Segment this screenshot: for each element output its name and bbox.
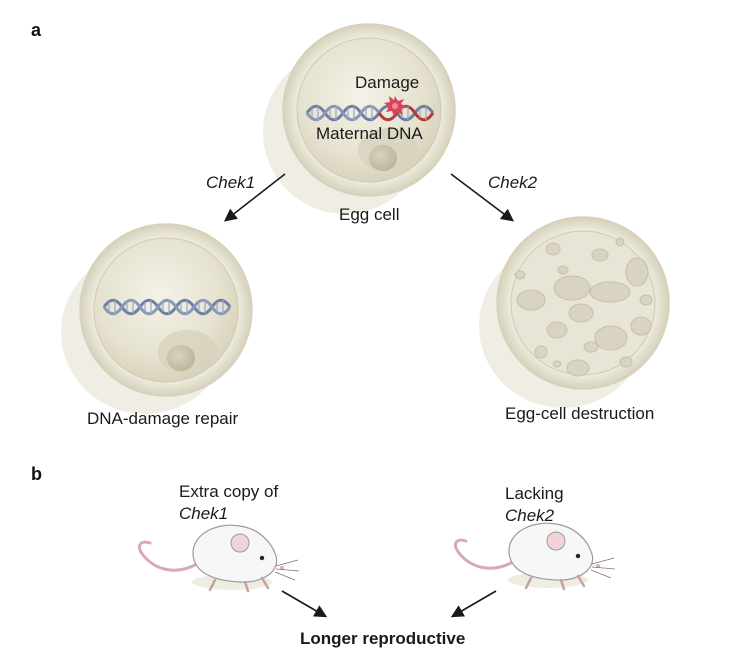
egg-cell-top xyxy=(263,23,456,214)
panel-label-b: b xyxy=(31,464,42,484)
mouse-extra-chek1-icon xyxy=(138,524,300,593)
right-mouse-label-line2: Chek2 xyxy=(505,506,555,525)
left-mouse-arrow xyxy=(281,590,328,618)
panel-label-a: a xyxy=(31,20,42,40)
left-mouse-label-line1: Extra copy of xyxy=(179,482,278,501)
mouse-lacking-chek2-icon xyxy=(454,522,616,591)
maternal-dna-helix xyxy=(305,104,435,122)
chek2-arrow xyxy=(450,173,515,222)
repaired-nucleus xyxy=(167,345,195,371)
right-mouse-label-line1: Lacking xyxy=(505,484,564,503)
dna-repair-caption: DNA-damage repair xyxy=(87,409,239,428)
egg-cell-caption: Egg cell xyxy=(339,205,399,224)
damage-label: Damage xyxy=(355,73,419,92)
left-mouse-label-line2: Chek1 xyxy=(179,504,228,523)
chek1-pathway-label: Chek1 xyxy=(206,173,255,192)
fragmented-vesicles xyxy=(514,237,653,377)
egg-nucleus xyxy=(369,145,397,171)
egg-destruction-caption: Egg-cell destruction xyxy=(505,404,654,423)
result-label: Longer reproductive xyxy=(300,629,465,648)
chek1-arrow xyxy=(223,173,286,222)
right-mouse-arrow xyxy=(450,590,497,618)
repaired-egg-cell xyxy=(61,223,253,414)
maternal-dna-label: Maternal DNA xyxy=(316,124,423,143)
repaired-dna-helix xyxy=(102,298,232,316)
destroyed-egg-cell xyxy=(479,216,670,408)
damage-burst-icon xyxy=(384,96,407,117)
chek2-pathway-label: Chek2 xyxy=(488,173,538,192)
